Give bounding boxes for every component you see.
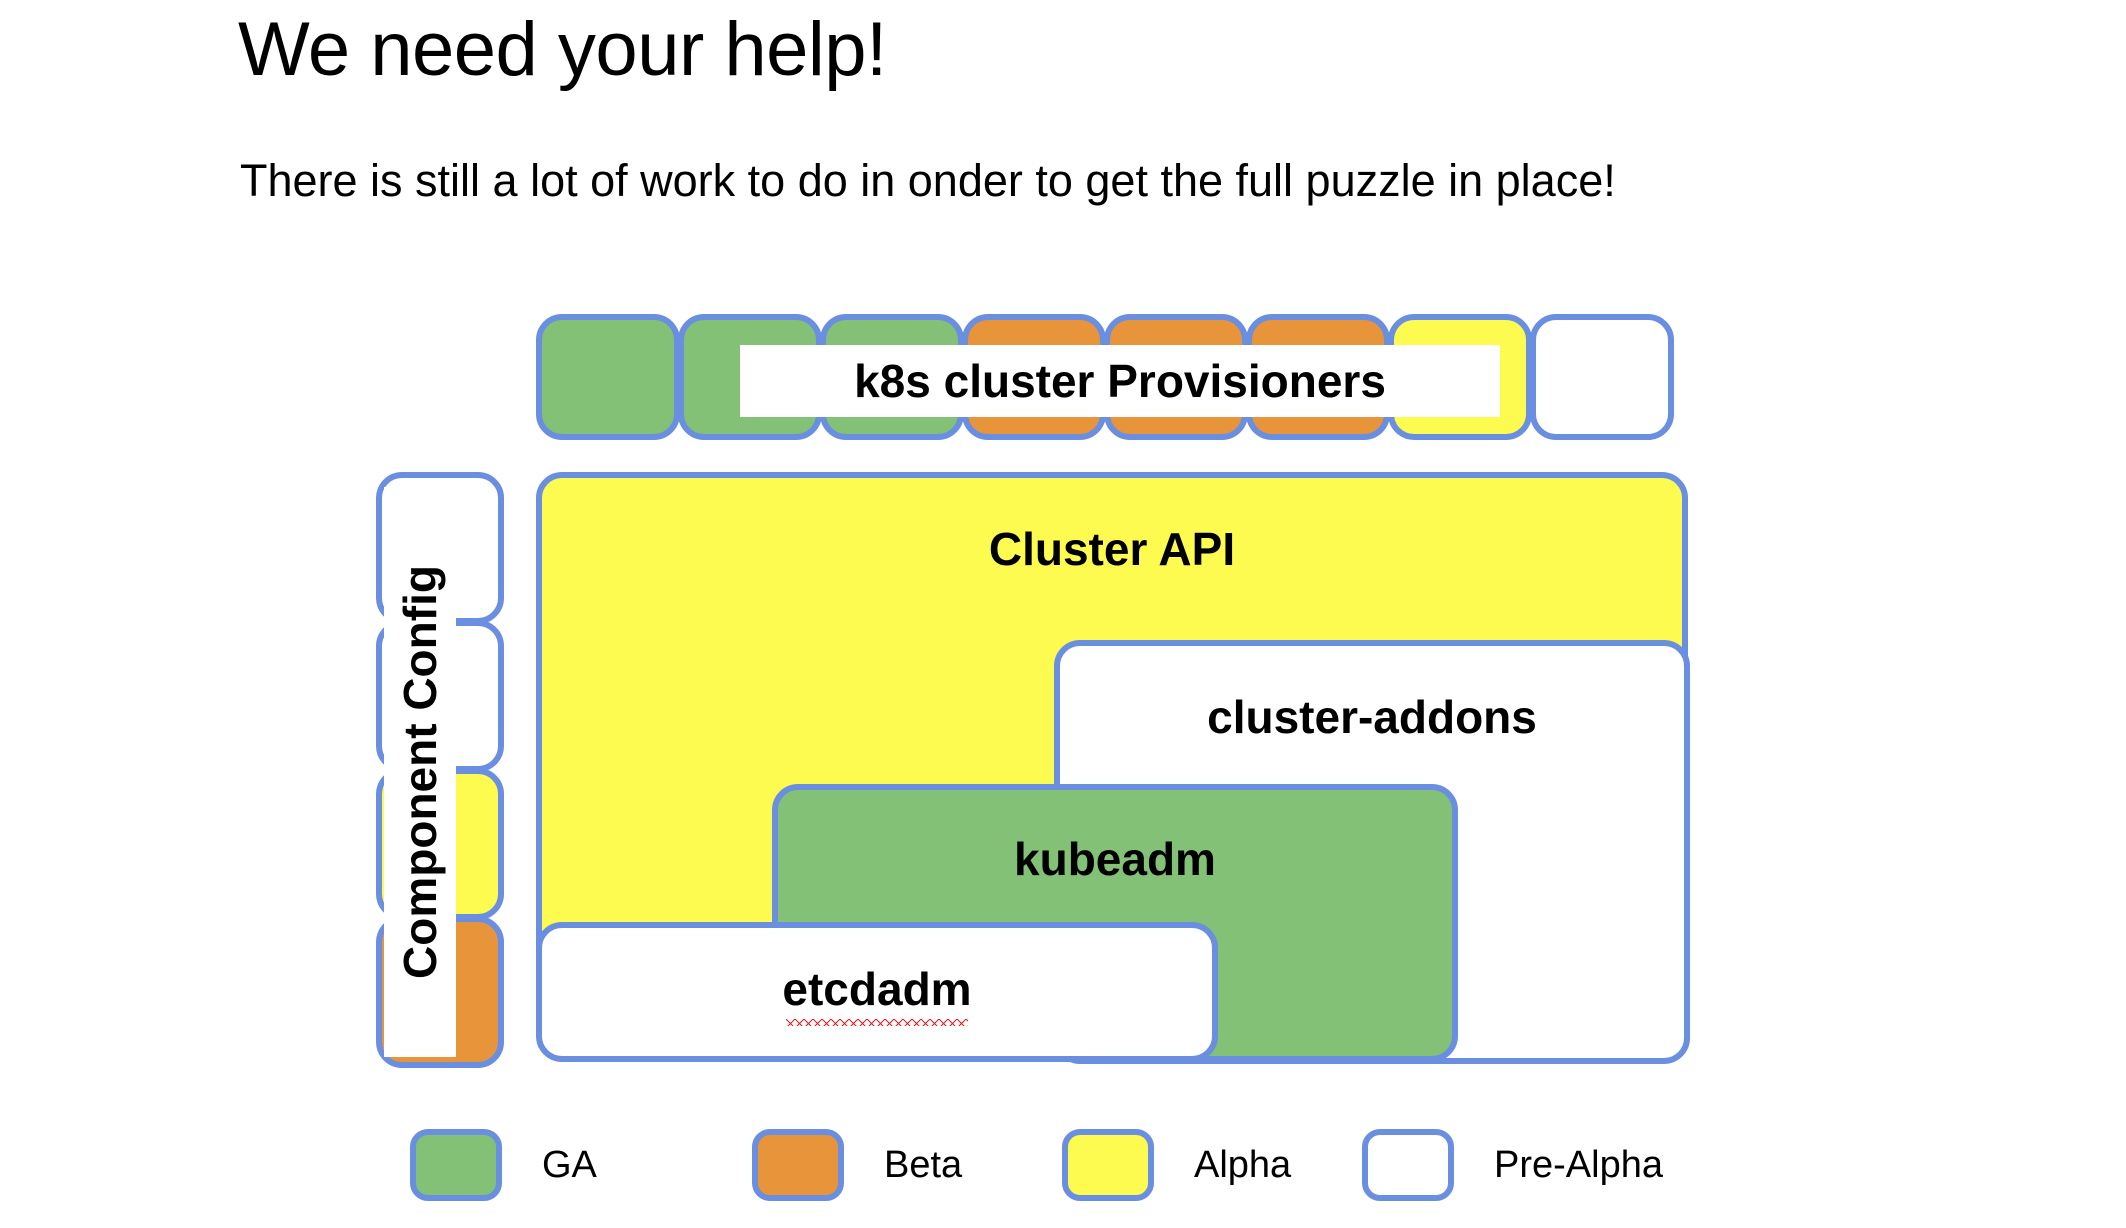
node-etcdadm-label-wrap: etcdadm — [542, 962, 1212, 1026]
legend-item-ga: GA — [410, 1124, 597, 1206]
legend-swatch-beta — [752, 1129, 844, 1201]
legend-item-alpha: Alpha — [1062, 1124, 1291, 1206]
provisioner-box-8[interactable] — [1530, 314, 1674, 440]
legend-item-pre-alpha: Pre-Alpha — [1362, 1124, 1663, 1206]
legend-label-pre-alpha: Pre-Alpha — [1494, 1143, 1663, 1186]
legend-label-alpha: Alpha — [1194, 1143, 1292, 1186]
page-subtitle: There is still a lot of work to do in on… — [240, 155, 1616, 206]
page-title: We need your help! — [238, 7, 887, 92]
legend-swatch-ga — [410, 1129, 502, 1201]
node-etcdadm-label: etcdadm — [782, 963, 972, 1026]
legend-label-beta: Beta — [884, 1143, 963, 1186]
provisioner-box-1[interactable] — [536, 314, 680, 440]
node-cluster-addons-label: cluster-addons — [1207, 691, 1537, 743]
provisioners-label: k8s cluster Provisioners — [740, 345, 1500, 417]
node-etcdadm[interactable]: etcdadm — [536, 922, 1218, 1062]
component-config-label: Component Config — [384, 487, 456, 1057]
legend-label-ga: GA — [542, 1143, 597, 1186]
component-config-label-text: Component Config — [394, 565, 447, 979]
legend-swatch-pre-alpha — [1362, 1129, 1454, 1201]
legend-item-beta: Beta — [752, 1124, 962, 1206]
node-kubeadm-label: kubeadm — [1014, 833, 1216, 885]
legend-swatch-alpha — [1062, 1129, 1154, 1201]
legend: GA Beta Alpha Pre-Alpha — [0, 1124, 2126, 1214]
node-cluster-api-label: Cluster API — [988, 523, 1236, 575]
